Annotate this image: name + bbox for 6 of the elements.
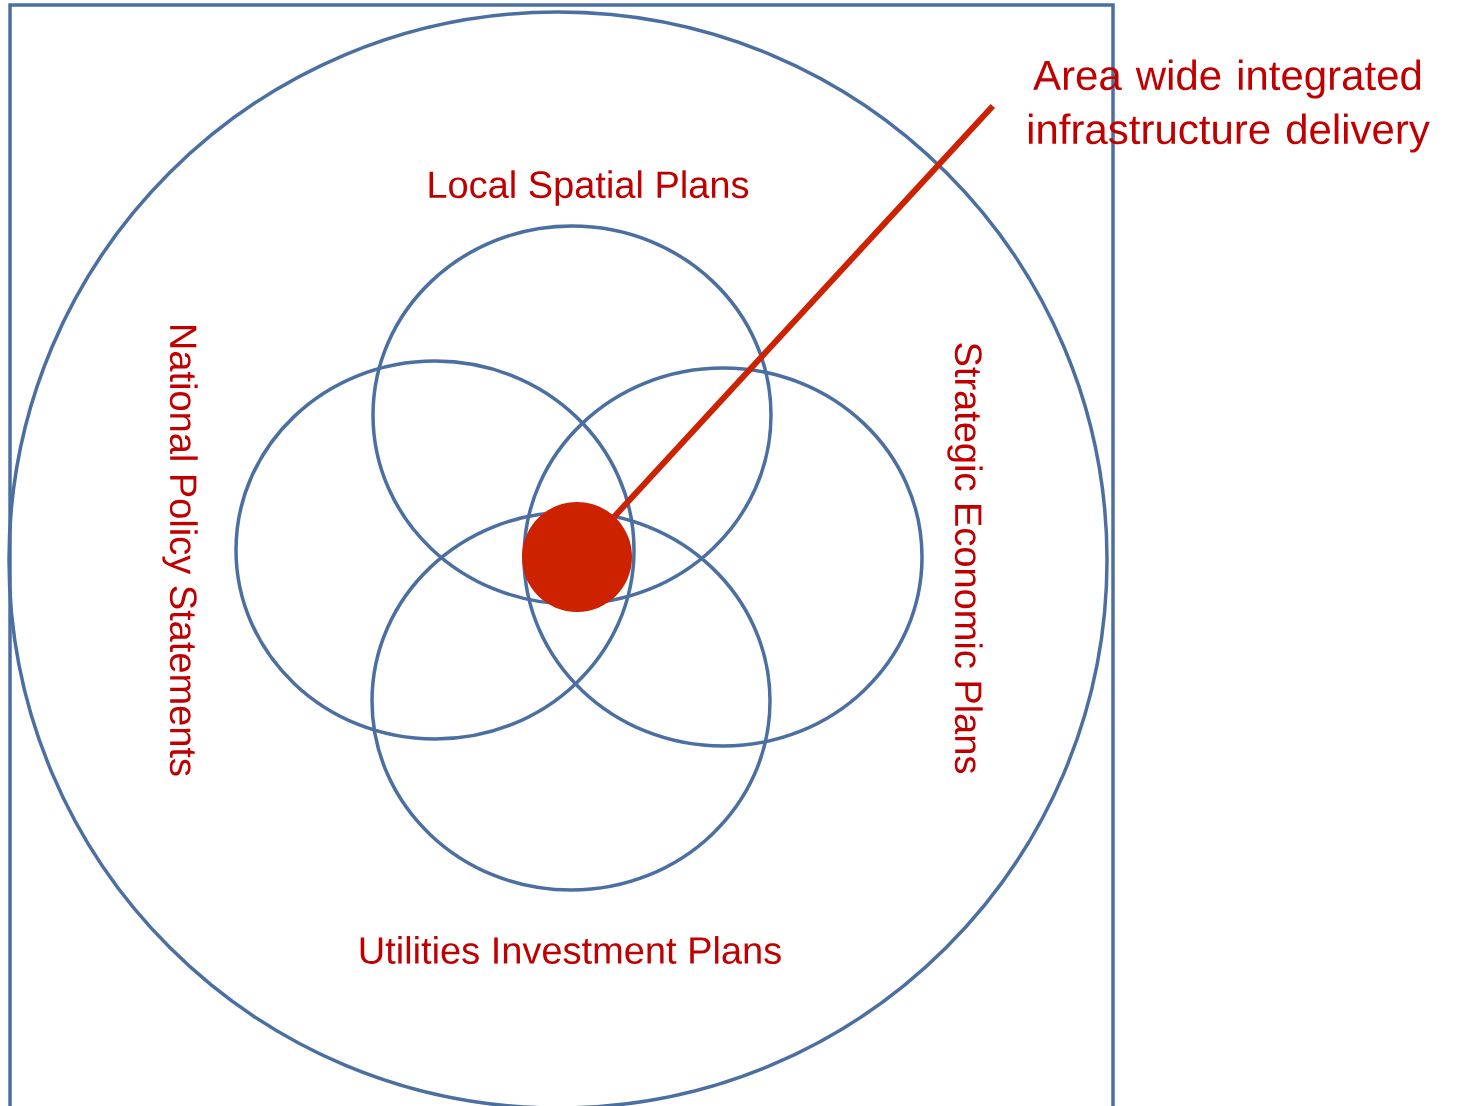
leader-line bbox=[612, 103, 996, 519]
dot bbox=[522, 502, 632, 612]
label: National Policy Statements bbox=[162, 326, 198, 776]
label: Utilities Investment Plans bbox=[360, 936, 781, 964]
label: Strategic Economic Plans bbox=[947, 343, 983, 774]
label: Local Spatial Plans bbox=[429, 170, 749, 206]
